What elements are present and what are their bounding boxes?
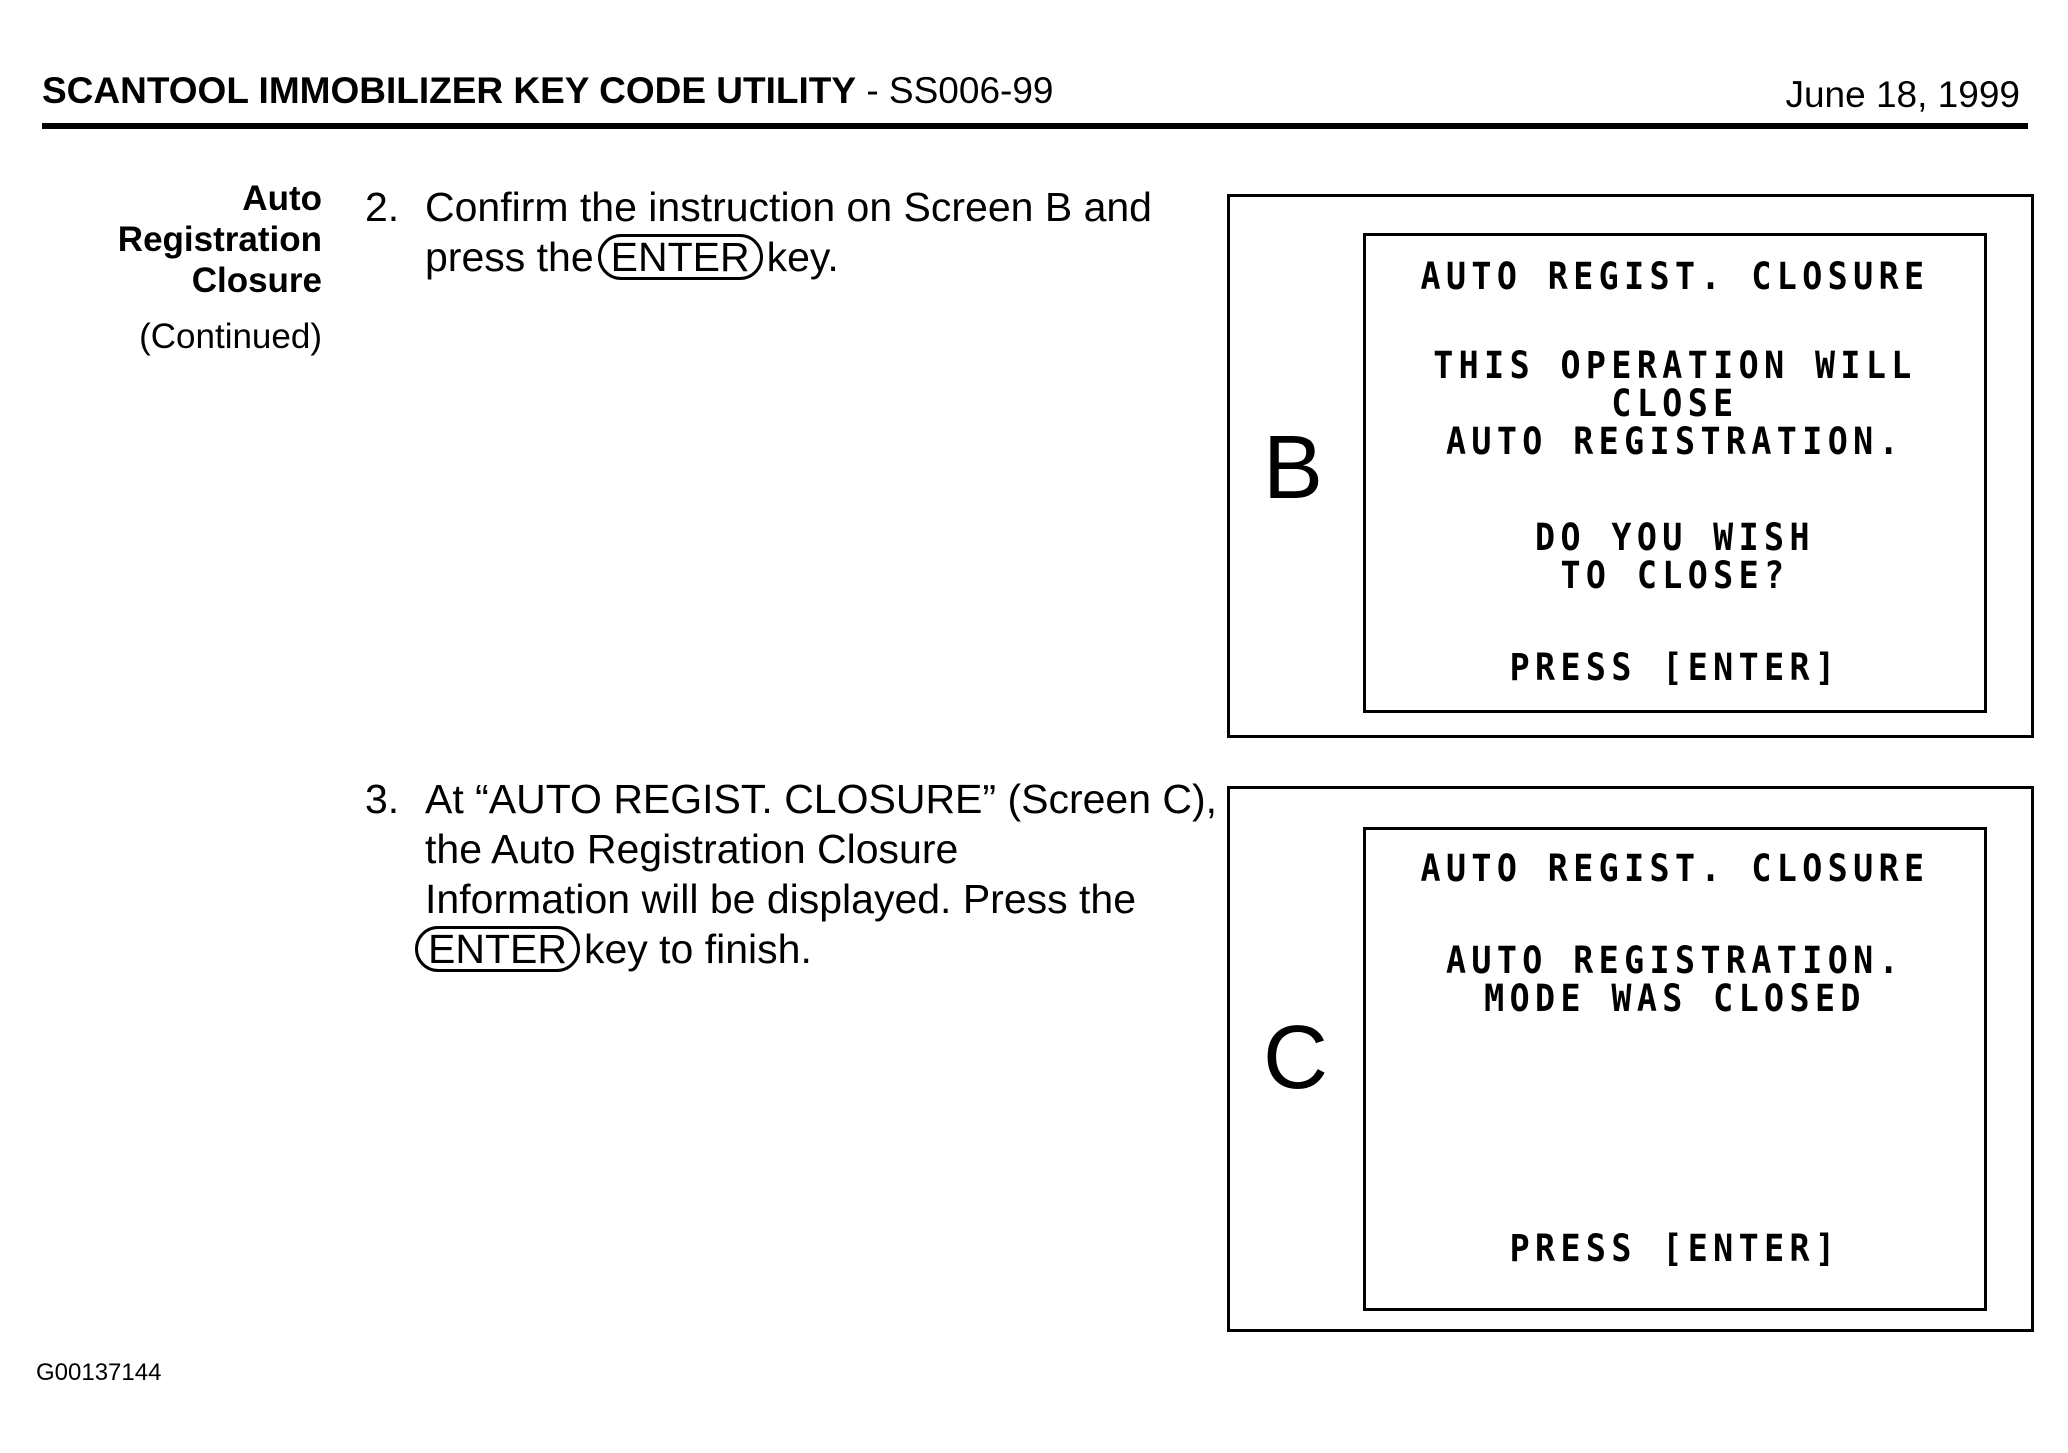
screen-b-question-line: DO YOU WISH: [1535, 516, 1815, 559]
page-date: June 18, 1999: [1785, 74, 2020, 115]
step-text-fragment: key.: [766, 234, 839, 280]
screen-c-display: AUTO REGIST. CLOSURE AUTO REGISTRATION. …: [1363, 827, 1987, 1311]
screen-c-panel: C AUTO REGIST. CLOSURE AUTO REGISTRATION…: [1227, 786, 2034, 1332]
page-title-doc-number: - SS006-99: [856, 70, 1054, 111]
step-number: 3.: [365, 776, 400, 822]
step-text-line: the Auto Registration Closure: [425, 826, 959, 872]
section-heading-line: Auto: [242, 179, 322, 218]
header-divider: [42, 123, 2028, 129]
screen-c-message-line: AUTO REGISTRATION.: [1445, 939, 1905, 982]
step-text: At “AUTO REGIST. CLOSURE” (Screen C), th…: [415, 774, 1218, 974]
screen-b-message-line: AUTO REGISTRATION.: [1445, 420, 1905, 463]
screen-c-prompt: PRESS [ENTER]: [1509, 1227, 1841, 1270]
section-heading: Auto Registration Closure: [60, 178, 322, 301]
screen-b-title: AUTO REGIST. CLOSURE: [1420, 255, 1930, 298]
step-text: Confirm the instruction on Screen B and …: [425, 182, 1205, 282]
enter-key-icon: ENTER: [597, 234, 763, 280]
screen-b-question-line: TO CLOSE?: [1560, 554, 1790, 597]
step-text-fragment: key to finish.: [583, 926, 812, 972]
step-number: 2.: [365, 184, 400, 230]
screen-b-panel: B AUTO REGIST. CLOSURE THIS OPERATION WI…: [1227, 194, 2034, 738]
section-heading-line: Registration: [117, 220, 322, 259]
screen-b-display: AUTO REGIST. CLOSURE THIS OPERATION WILL…: [1363, 233, 1987, 713]
step-text-line: At “AUTO REGIST. CLOSURE” (Screen C),: [425, 776, 1218, 822]
step-text-line: Confirm the instruction on Screen B and: [425, 184, 1152, 230]
step-text-fragment: press the: [425, 234, 594, 280]
screen-c-title: AUTO REGIST. CLOSURE: [1420, 847, 1930, 890]
section-heading-line: Closure: [191, 261, 322, 300]
screen-b-message: THIS OPERATION WILL CLOSE AUTO REGISTRAT…: [1397, 347, 1953, 461]
page-title: SCANTOOL IMMOBILIZER KEY CODE UTILITY - …: [42, 70, 1054, 112]
screen-b-label: B: [1263, 418, 1324, 518]
screen-c-message: AUTO REGISTRATION. MODE WAS CLOSED: [1397, 942, 1953, 1018]
screen-c-label: C: [1263, 1008, 1328, 1108]
step-text-line: Information will be displayed. Press the: [425, 876, 1137, 922]
section-continued-label: (Continued): [139, 317, 322, 356]
screen-b-prompt: PRESS [ENTER]: [1509, 646, 1841, 689]
page-title-main: SCANTOOL IMMOBILIZER KEY CODE UTILITY: [42, 70, 857, 111]
figure-code: G00137144: [36, 1359, 162, 1386]
enter-key-icon: ENTER: [415, 926, 580, 972]
screen-b-message-line: THIS OPERATION WILL: [1433, 344, 1917, 387]
screen-b-message-line: CLOSE: [1611, 382, 1739, 425]
screen-c-message-line: MODE WAS CLOSED: [1484, 977, 1866, 1020]
screen-b-question: DO YOU WISH TO CLOSE?: [1397, 519, 1953, 595]
